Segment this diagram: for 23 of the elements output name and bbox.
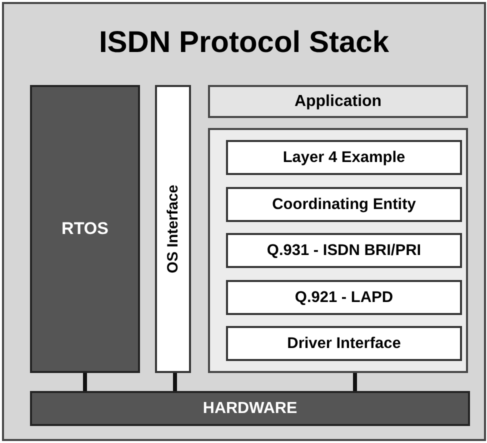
hardware-bar bbox=[30, 391, 470, 426]
application-block bbox=[208, 85, 468, 118]
layer-label: Application bbox=[294, 92, 382, 110]
layer-label: Coordinating Entity bbox=[272, 196, 416, 214]
layer-label: Q.931 - ISDN BRI/PRI bbox=[266, 242, 422, 260]
layer-label: Q.921 - LAPD bbox=[294, 288, 394, 306]
layer-label: HARDWARE bbox=[202, 400, 298, 418]
layer-label: Layer 4 Example bbox=[282, 148, 406, 166]
layer-box bbox=[226, 187, 462, 222]
layer-label: Driver Interface bbox=[287, 334, 401, 352]
connector-line bbox=[353, 373, 357, 391]
panel-heading: ISDN Protocol Stack bbox=[98, 26, 390, 60]
layer-label: RTOS bbox=[62, 219, 108, 239]
layer-box bbox=[226, 233, 462, 268]
interface-block bbox=[155, 85, 191, 373]
rtos-block bbox=[30, 85, 140, 373]
connector-line bbox=[173, 373, 177, 391]
layer-label: OS Interface bbox=[164, 184, 182, 274]
connector-line bbox=[83, 373, 87, 391]
layer-box bbox=[226, 326, 462, 361]
layer-box bbox=[226, 140, 462, 175]
protocol-group-box bbox=[208, 128, 468, 373]
layer-box bbox=[226, 280, 462, 315]
